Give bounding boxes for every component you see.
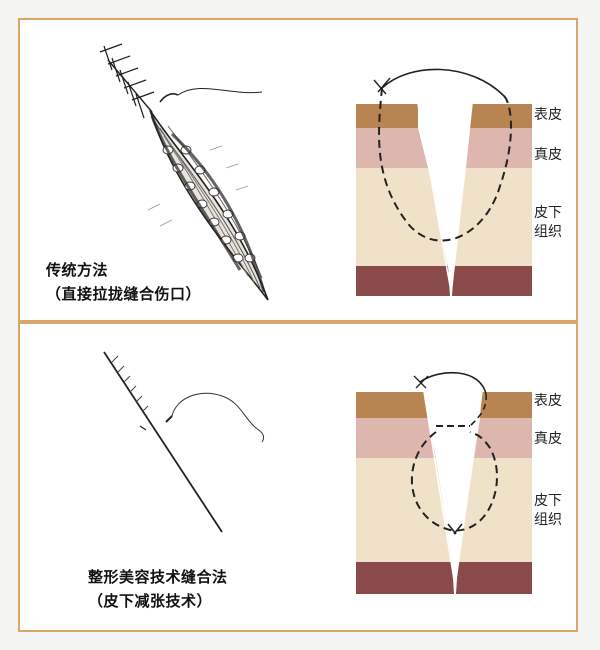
open-wound-illustration	[99, 43, 269, 301]
skin-cross-section-bottom	[356, 371, 532, 594]
label-subcutaneous-top-line1: 皮下	[534, 205, 562, 221]
traditional-caption-subtitle: （直接拉拢缝合伤口）	[46, 285, 202, 303]
label-subcutaneous-top: 皮下 组织	[534, 204, 574, 242]
label-dermis-bottom: 真皮	[534, 431, 562, 447]
closed-incision-illustration	[103, 351, 265, 533]
cosmetic-method-labels: 整形美容技术缝合法 （皮下减张技术） 表皮 真皮 皮下 组织	[18, 322, 578, 632]
label-subcutaneous-bottom-line1: 皮下	[534, 493, 562, 509]
traditional-method-labels: 传统方法 （直接拉拢缝合伤口） 表皮 真皮 皮下 组织	[18, 18, 578, 322]
label-dermis-top: 真皮	[534, 147, 562, 163]
cosmetic-caption: 整形美容技术缝合法 （皮下减张技术）	[88, 565, 228, 613]
label-subcutaneous-bottom-line2: 组织	[534, 512, 562, 528]
skin-cross-section-top	[356, 68, 532, 296]
cosmetic-caption-title: 整形美容技术缝合法	[88, 568, 228, 586]
label-epidermis-bottom: 表皮	[534, 393, 562, 409]
label-epidermis-top: 表皮	[534, 107, 562, 123]
traditional-caption: 传统方法 （直接拉拢缝合伤口）	[46, 258, 201, 306]
cosmetic-caption-subtitle: （皮下减张技术）	[88, 592, 213, 610]
traditional-caption-title: 传统方法	[46, 261, 109, 279]
label-subcutaneous-top-line2: 组织	[534, 224, 562, 240]
label-subcutaneous-bottom: 皮下 组织	[534, 492, 574, 530]
